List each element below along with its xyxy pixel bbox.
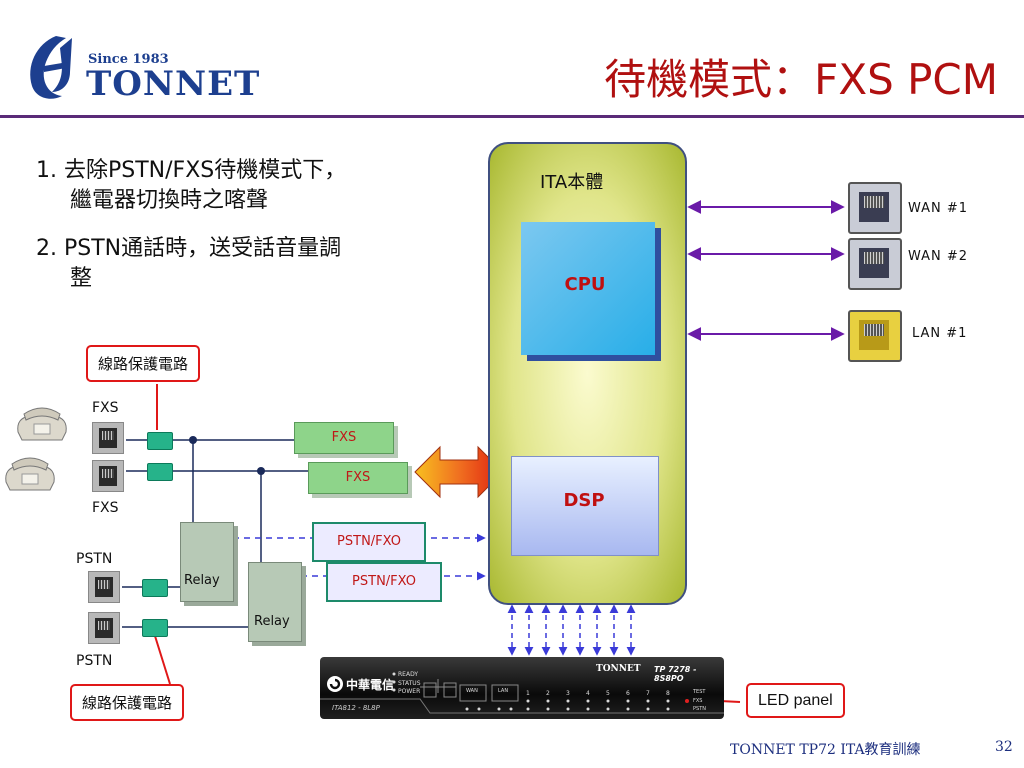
device-front-panel: 中華電信 READY STATUS POWER ITA812 - 8L8P WA… [320, 657, 724, 719]
bullet-num: 2. [36, 236, 57, 261]
module-label: PSTN/FXO [337, 534, 401, 549]
bullet-text: PSTN通話時，送受話音量調 [64, 236, 342, 261]
relay-module-1 [180, 522, 234, 602]
callout-label: 線路保護電路 [82, 694, 173, 712]
logo-name: TONNET [86, 64, 261, 104]
device-port-num: 2 [546, 690, 550, 697]
device-port-num: 4 [586, 690, 590, 697]
device-status-status: STATUS [398, 680, 421, 687]
logo-since: Since 1983 [88, 52, 169, 67]
telephone-icon [5, 457, 55, 491]
device-model: TP 7278 - 8S8PO [654, 665, 697, 683]
device-sub-model: ITA812 - 8L8P [332, 704, 380, 712]
callout-label: LED panel [758, 692, 833, 709]
tonnet-logo-icon [30, 36, 72, 99]
module-label: FXS [331, 430, 357, 445]
protection-circuit-callout: 線路保護電路 [70, 684, 185, 721]
title-divider [0, 115, 1024, 118]
footer-text: TONNET TP72 ITA教育訓練 [730, 742, 921, 758]
cpu-block [521, 222, 655, 355]
fxs-port-label: FXS [92, 400, 119, 416]
device-status-ready: READY [398, 671, 419, 678]
ita-device-bus [507, 604, 636, 656]
fxs-module-2: FXS [308, 462, 408, 494]
ita-body-label: ITA本體 [540, 172, 604, 193]
callout-label: 線路保護電路 [98, 355, 189, 373]
device-brand: TONNET [596, 664, 641, 674]
wan-port-label: WAN #2 [908, 249, 969, 264]
fxs-module-1: FXS [294, 422, 394, 454]
device-group-lan: LAN [498, 688, 509, 694]
fxs-port-label: FXS [92, 500, 119, 516]
bullet-text: 去除PSTN/FXS待機模式下， [64, 158, 347, 183]
protection-circuit-callout: 線路保護電路 [86, 345, 201, 382]
bullet-num: 1. [36, 158, 57, 183]
device-brand-cn: 中華電信 [346, 678, 395, 692]
relay-module-2 [248, 562, 302, 642]
protection-connector [142, 579, 168, 597]
led-panel-callout: LED panel [746, 683, 845, 718]
relay-label: Relay [184, 573, 220, 588]
device-status-power: POWER [398, 688, 421, 695]
device-label-pstn: PSTN [693, 706, 706, 712]
device-group-wan: WAN [466, 688, 478, 694]
dsp-label: DSP [563, 490, 605, 511]
device-port-num: 5 [606, 690, 610, 697]
device-port-num: 7 [646, 690, 650, 697]
telephone-icon [17, 407, 67, 441]
chunghwa-logo-icon [327, 676, 343, 692]
page-number: 32 [995, 739, 1013, 755]
fxs-jack-2 [92, 460, 124, 492]
fxs-jack-1 [92, 422, 124, 454]
pstn-port-label: PSTN [76, 551, 113, 567]
wan-jack-1 [848, 182, 902, 234]
pstn-jack-1 [88, 571, 120, 603]
cpu-label: CPU [564, 274, 606, 295]
module-label: FXS [345, 470, 371, 485]
lan-port-label: LAN #1 [912, 326, 968, 341]
wan-jack-2 [848, 238, 902, 290]
bullet-item-1: 1. 去除PSTN/FXS待機模式下， 繼電器切換時之喀聲 [36, 156, 436, 216]
pstn-fxo-module-1: PSTN/FXO [312, 522, 426, 562]
module-label: PSTN/FXO [352, 574, 416, 589]
device-port-num: 1 [526, 690, 530, 697]
device-panel-graphics [320, 672, 724, 714]
protection-connector [147, 432, 173, 450]
protection-connector [147, 463, 173, 481]
device-port-num: 8 [666, 690, 670, 697]
lan-jack-1 [848, 310, 902, 362]
page-title: 待機模式：FXS PCM [604, 55, 998, 104]
device-port-num: 3 [566, 690, 570, 697]
bullet-text: 整 [70, 266, 93, 291]
device-label-fxs: FXS [693, 698, 703, 704]
pstn-port-label: PSTN [76, 653, 113, 669]
dsp-block [511, 456, 659, 556]
bullet-text: 繼電器切換時之喀聲 [70, 188, 269, 213]
pstn-jack-2 [88, 612, 120, 644]
pstn-fxo-module-2: PSTN/FXO [326, 562, 442, 602]
protection-connector [142, 619, 168, 637]
device-label-test: TEST [693, 689, 706, 695]
bullet-item-2: 2. PSTN通話時，送受話音量調 整 [36, 234, 436, 294]
relay-label: Relay [254, 614, 290, 629]
wan-port-label: WAN #1 [908, 201, 969, 216]
device-port-num: 6 [626, 690, 630, 697]
